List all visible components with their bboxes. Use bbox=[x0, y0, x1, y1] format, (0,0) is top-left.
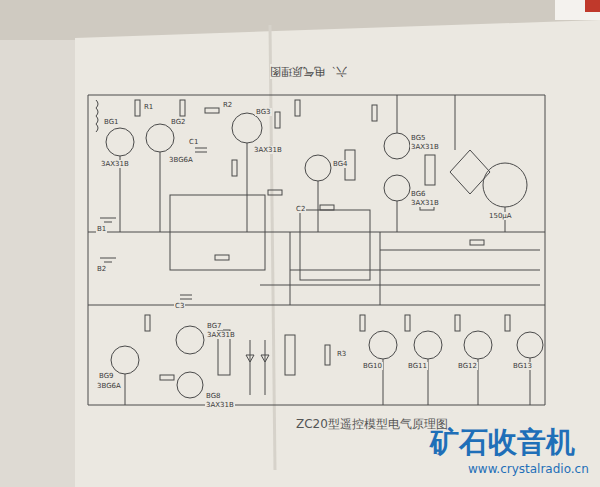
part-label: BG1 bbox=[103, 118, 120, 126]
part-label: C2 bbox=[295, 205, 306, 213]
part-label: 3AX31B bbox=[410, 143, 440, 151]
part-label: BG5 bbox=[410, 134, 427, 142]
part-label: R3 bbox=[336, 350, 347, 358]
diagram-title: 六、电气原理图 bbox=[270, 64, 347, 79]
part-label: BG7 bbox=[206, 322, 223, 330]
part-label: BG9 bbox=[98, 372, 115, 380]
part-label: 3AX31B bbox=[253, 146, 283, 154]
part-label: 3AX31B bbox=[410, 199, 440, 207]
part-label: 3BG6A bbox=[168, 156, 194, 164]
part-label: BG11 bbox=[407, 362, 428, 370]
part-label: C1 bbox=[188, 138, 199, 146]
part-label: B1 bbox=[96, 225, 107, 233]
watermark: 矿石收音机 bbox=[430, 423, 575, 463]
part-label: 3AX31B bbox=[206, 331, 236, 339]
part-label: BG12 bbox=[457, 362, 478, 370]
part-label: R1 bbox=[143, 103, 154, 111]
part-label: BG10 bbox=[362, 362, 383, 370]
part-label: BG13 bbox=[512, 362, 533, 370]
part-label: 3BG6A bbox=[96, 382, 122, 390]
diagram-caption: ZC20型遥控模型电气原理图 bbox=[296, 416, 448, 433]
part-label: R2 bbox=[222, 101, 233, 109]
part-label: 3AX31B bbox=[205, 401, 235, 409]
part-label: B2 bbox=[96, 265, 107, 273]
watermark-url: www.crystalradio.cn bbox=[468, 462, 589, 476]
part-label: BG3 bbox=[255, 108, 272, 116]
part-label: BG4 bbox=[332, 160, 349, 168]
part-label: 150μA bbox=[488, 212, 513, 220]
part-label: BG6 bbox=[410, 190, 427, 198]
part-label: 3AX31B bbox=[100, 160, 130, 168]
part-label: C3 bbox=[174, 302, 185, 310]
part-label: BG8 bbox=[205, 392, 222, 400]
part-label: BG2 bbox=[170, 118, 187, 126]
